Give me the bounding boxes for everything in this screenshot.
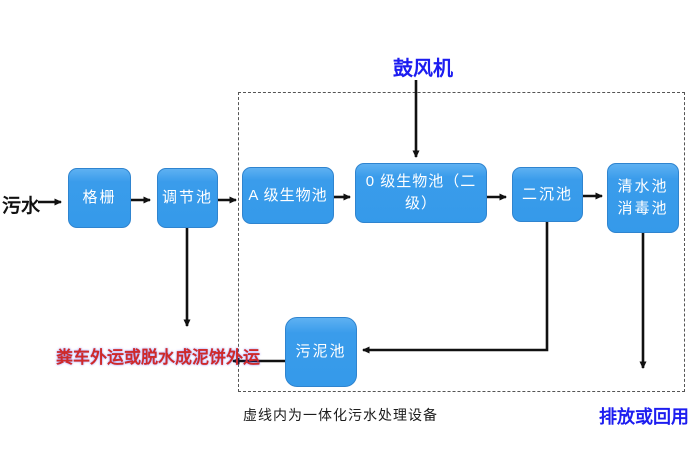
box-secondary-sedimentation-tank-label: 二沉池 xyxy=(521,185,573,203)
box-o-level-bio-tank: 0 级生物池（二级） xyxy=(355,163,487,223)
box-grid-label: 格栅 xyxy=(82,189,117,207)
box-clear-water-disinfection-tank: 清水池 消毒池 xyxy=(607,163,679,233)
sludge-disposal-label: 粪车外运或脱水成泥饼外运 xyxy=(56,348,260,367)
box-disinfection-tank-label: 消毒池 xyxy=(617,200,669,217)
box-regulating-tank-label: 调节池 xyxy=(161,189,213,207)
effluent-label: 排放或回用 xyxy=(599,407,689,427)
box-sludge-tank-label: 污泥池 xyxy=(295,343,347,361)
blower-label: 鼓风机 xyxy=(393,58,453,80)
dashed-box-caption: 虚线内为一体化污水处理设备 xyxy=(243,407,438,423)
box-o-level-bio-tank-label: 0 级生物池（二级） xyxy=(365,173,477,212)
box-clear-water-tank-label: 清水池 xyxy=(617,178,669,196)
box-sludge-tank: 污泥池 xyxy=(285,317,357,387)
box-secondary-sedimentation-tank: 二沉池 xyxy=(512,167,583,222)
box-a-level-bio-tank: A 级生物池 xyxy=(242,167,334,224)
integrated-equipment-dashed-boundary xyxy=(238,92,685,392)
box-grid: 格栅 xyxy=(68,168,131,228)
box-a-level-bio-tank-label: A 级生物池 xyxy=(248,186,328,204)
influent-label: 污水 xyxy=(2,196,41,217)
box-regulating-tank: 调节池 xyxy=(157,168,218,228)
